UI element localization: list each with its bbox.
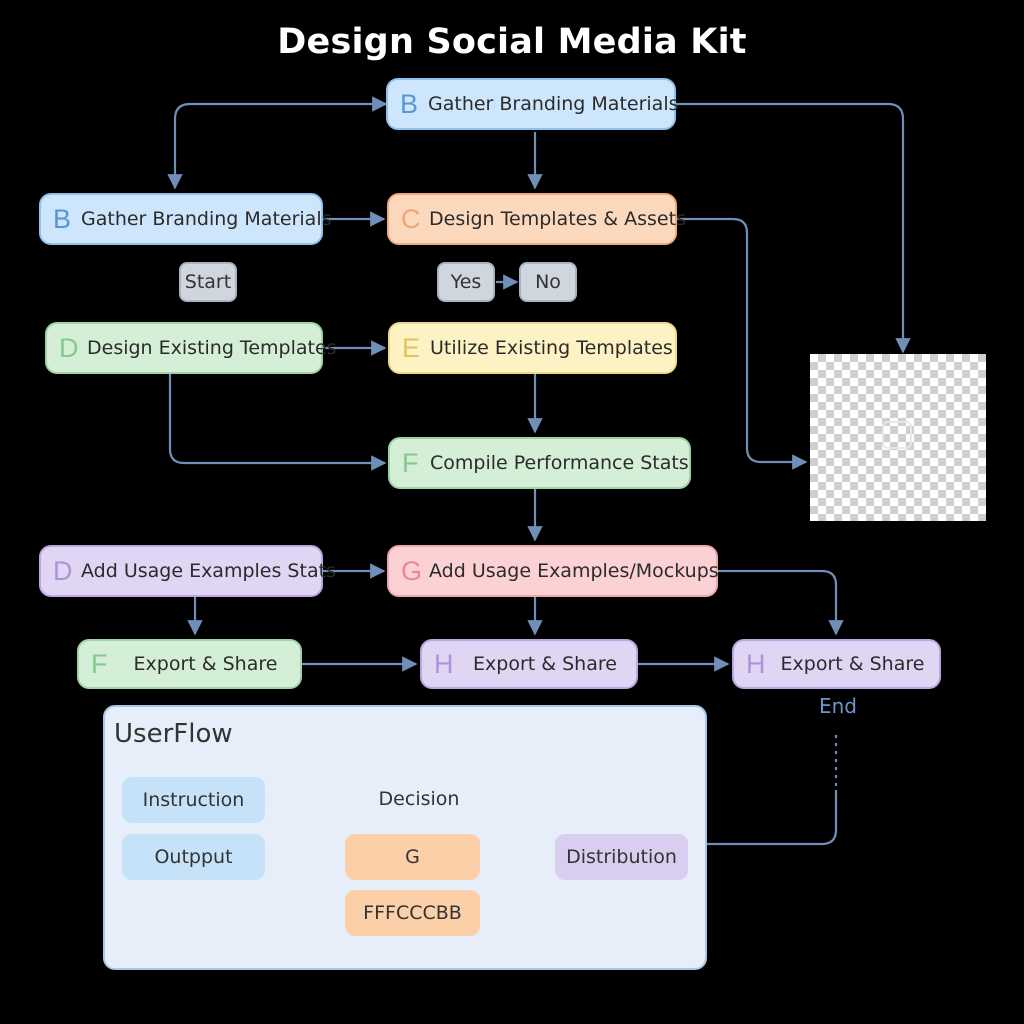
node-design-templates[interactable]: C Design Templates & Assets (387, 193, 686, 245)
image-placeholder-icon (882, 421, 912, 449)
node-label: Export & Share (780, 653, 925, 675)
node-label: Gather Branding Materials (81, 208, 332, 230)
userflow-g[interactable]: G (345, 834, 480, 880)
edge-btop-to-image (676, 102, 911, 354)
userflow-color-code[interactable]: FFFCCCBB (345, 890, 480, 936)
chip-yes[interactable]: Yes (437, 262, 495, 302)
chip-start[interactable]: Start (179, 262, 237, 302)
node-letter: D (59, 332, 79, 363)
node-letter: F (91, 648, 108, 679)
node-letter: E (402, 332, 421, 363)
edge-btop-to-bleft (167, 96, 388, 190)
node-letter: D (53, 555, 73, 586)
image-placeholder (810, 354, 986, 521)
node-gather-branding-top[interactable]: B Gather Branding Materials (386, 78, 679, 130)
node-letter: G (401, 555, 423, 586)
node-export-share-middle[interactable]: H Export & Share (420, 639, 638, 689)
userflow-distribution[interactable]: Distribution (555, 834, 688, 880)
node-letter: F (402, 447, 419, 478)
edge-dgreen-to-f (168, 374, 387, 471)
node-add-usage-stats[interactable]: D Add Usage Examples Stats (39, 545, 336, 597)
node-letter: B (53, 203, 72, 234)
userflow-output[interactable]: Outpput (122, 834, 265, 880)
node-label: Add Usage Examples/Mockups (429, 560, 719, 582)
userflow-decision[interactable]: Decision (378, 788, 460, 810)
node-export-share-right[interactable]: H Export & Share (732, 639, 941, 689)
node-label: Design Existing Templates (87, 337, 337, 359)
edge-g-to-hright (718, 569, 844, 636)
node-compile-performance-stats[interactable]: F Compile Performance Stats (388, 437, 691, 489)
edge-c-to-image (677, 217, 808, 470)
node-label: Add Usage Examples Stats (81, 560, 336, 582)
chip-no[interactable]: No (519, 262, 577, 302)
node-letter: B (400, 88, 419, 119)
node-label: Utilize Existing Templates (430, 337, 673, 359)
userflow-title: UserFlow (114, 719, 233, 749)
page-title: Design Social Media Kit (277, 22, 747, 62)
node-add-usage-mockups[interactable]: G Add Usage Examples/Mockups (387, 545, 719, 597)
node-label: Design Templates & Assets (429, 208, 686, 230)
node-letter: H (434, 648, 454, 679)
node-letter: H (746, 648, 766, 679)
node-label: Export & Share (133, 653, 278, 675)
node-utilize-existing-templates[interactable]: E Utilize Existing Templates (388, 322, 677, 374)
edge-end-to-panel (707, 790, 838, 846)
node-label: Export & Share (473, 653, 617, 675)
node-export-share-green[interactable]: F Export & Share (77, 639, 302, 689)
node-gather-branding-left[interactable]: B Gather Branding Materials (39, 193, 332, 245)
node-label: Gather Branding Materials (428, 93, 679, 115)
userflow-instruction[interactable]: Instruction (122, 777, 265, 823)
node-letter: C (401, 203, 421, 234)
end-label: End (818, 694, 857, 718)
node-design-existing-templates[interactable]: D Design Existing Templates (45, 322, 337, 374)
node-label: Compile Performance Stats (430, 452, 689, 474)
